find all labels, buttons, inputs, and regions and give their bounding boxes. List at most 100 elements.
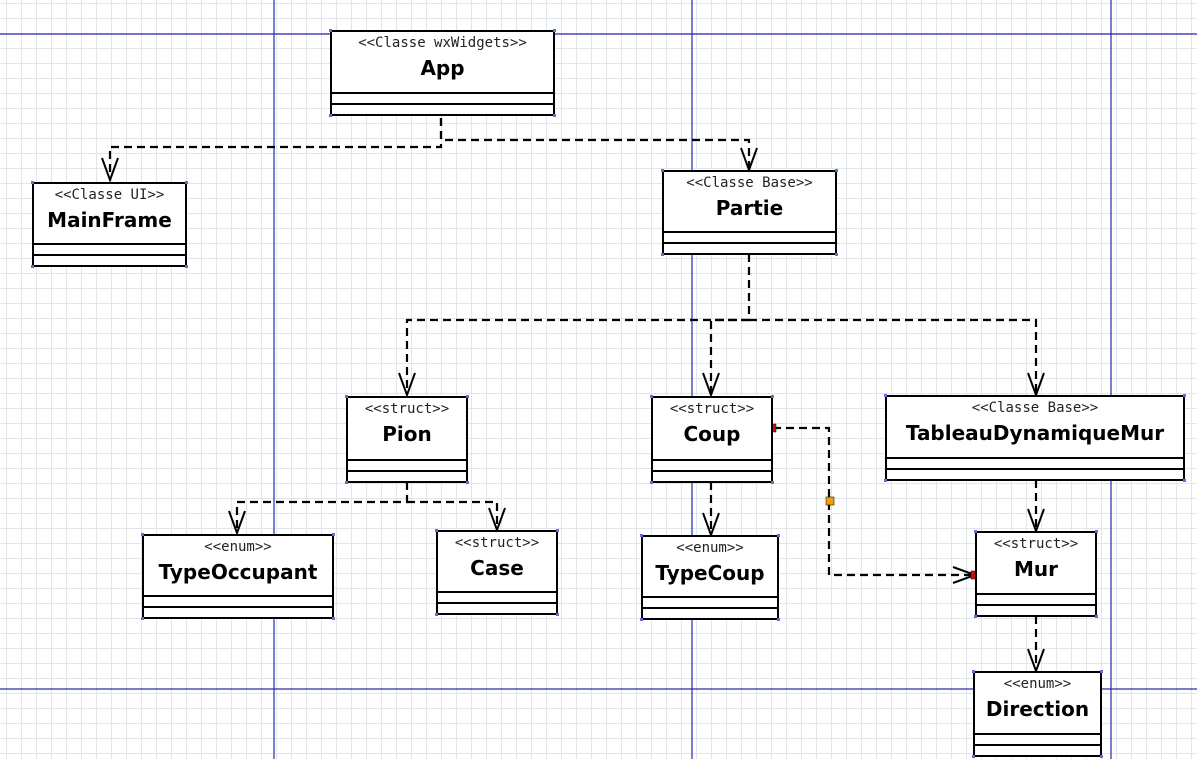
resize-handle[interactable]	[31, 265, 34, 268]
resize-handle[interactable]	[974, 615, 977, 618]
class-divider	[653, 459, 771, 461]
class-stereotype: <<struct>>	[454, 535, 540, 551]
resize-handle[interactable]	[466, 395, 469, 398]
resize-handle[interactable]	[972, 755, 975, 758]
resize-handle[interactable]	[1095, 530, 1098, 533]
dependency-pion-typeoccupant[interactable]	[235, 482, 409, 531]
resize-handle[interactable]	[345, 481, 348, 484]
class-name: TableauDynamiqueMur	[905, 421, 1165, 445]
class-divider	[144, 606, 332, 608]
resize-handle[interactable]	[640, 534, 643, 537]
class-stereotype: <<enum>>	[1003, 676, 1072, 692]
class-divider	[34, 243, 185, 245]
class-name: App	[420, 56, 465, 80]
resize-handle[interactable]	[332, 533, 335, 536]
resize-handle[interactable]	[661, 253, 664, 256]
class-mainframe[interactable]: <<Classe UI>> MainFrame	[31, 181, 188, 268]
resize-handle[interactable]	[332, 617, 335, 620]
resize-handle[interactable]	[345, 395, 348, 398]
class-divider	[975, 744, 1100, 746]
class-coup[interactable]: <<struct>> Coup	[650, 395, 774, 484]
class-divider	[643, 596, 777, 598]
resize-handle[interactable]	[556, 613, 559, 616]
resize-handle[interactable]	[884, 394, 887, 397]
resize-handle[interactable]	[640, 618, 643, 621]
class-direction[interactable]: <<enum>> Direction	[972, 670, 1103, 758]
resize-handle[interactable]	[553, 114, 556, 117]
resize-handle[interactable]	[777, 618, 780, 621]
arrowhead	[398, 372, 416, 398]
class-divider	[977, 593, 1095, 595]
class-name: Partie	[715, 196, 784, 220]
class-divider	[348, 470, 466, 472]
class-divider	[664, 242, 835, 244]
resize-handle[interactable]	[771, 481, 774, 484]
resize-handle[interactable]	[185, 265, 188, 268]
resize-handle[interactable]	[661, 169, 664, 172]
class-divider	[144, 595, 332, 597]
class-typecoup[interactable]: <<enum>> TypeCoup	[640, 534, 780, 621]
class-divider	[643, 607, 777, 609]
class-stereotype: <<Classe Base>>	[971, 400, 1099, 416]
class-divider	[975, 733, 1100, 735]
resize-handle[interactable]	[1183, 394, 1186, 397]
resize-handle[interactable]	[777, 534, 780, 537]
resize-handle[interactable]	[835, 253, 838, 256]
resize-handle[interactable]	[466, 481, 469, 484]
resize-handle[interactable]	[835, 169, 838, 172]
connector-waypoint-handle[interactable]	[825, 496, 835, 506]
resize-handle[interactable]	[435, 529, 438, 532]
class-stereotype: <<Classe Base>>	[686, 175, 813, 191]
class-partie[interactable]: <<Classe Base>> Partie	[661, 169, 838, 256]
resize-handle[interactable]	[974, 530, 977, 533]
class-stereotype: <<enum>>	[204, 539, 272, 555]
dependency-partie-tableau[interactable]	[749, 318, 1038, 393]
resize-handle[interactable]	[329, 29, 332, 32]
arrowhead	[702, 372, 720, 398]
arrowhead	[101, 157, 119, 183]
resize-handle[interactable]	[556, 529, 559, 532]
class-stereotype: <<struct>>	[669, 401, 755, 417]
class-divider	[438, 602, 556, 604]
class-case[interactable]: <<struct>> Case	[435, 529, 559, 616]
class-mur[interactable]: <<struct>> Mur	[974, 530, 1098, 618]
resize-handle[interactable]	[185, 181, 188, 184]
resize-handle[interactable]	[650, 395, 653, 398]
resize-handle[interactable]	[141, 533, 144, 536]
class-name: Case	[470, 556, 524, 580]
class-divider	[332, 92, 553, 94]
resize-handle[interactable]	[435, 613, 438, 616]
class-pion[interactable]: <<struct>> Pion	[345, 395, 469, 484]
resize-handle[interactable]	[31, 181, 34, 184]
dependency-partie-pion[interactable]	[405, 254, 751, 393]
dependency-pion-case[interactable]	[407, 500, 499, 528]
dependency-app-partie[interactable]	[439, 118, 751, 168]
resize-handle[interactable]	[141, 617, 144, 620]
resize-handle[interactable]	[650, 481, 653, 484]
resize-handle[interactable]	[1100, 670, 1103, 673]
class-name: TypeOccupant	[158, 560, 318, 584]
class-typeoccupant[interactable]: <<enum>> TypeOccupant	[141, 533, 335, 620]
dependency-lines	[108, 118, 1038, 669]
class-tableaudynamiquemur[interactable]: <<Classe Base>> TableauDynamiqueMur	[884, 394, 1186, 482]
resize-handle[interactable]	[1183, 479, 1186, 482]
class-divider	[664, 231, 835, 233]
class-divider	[34, 254, 185, 256]
class-name: Mur	[1013, 557, 1058, 581]
class-stereotype: <<enum>>	[676, 540, 744, 556]
resize-handle[interactable]	[884, 479, 887, 482]
class-divider	[887, 468, 1183, 470]
resize-handle[interactable]	[771, 395, 774, 398]
resize-handle[interactable]	[1100, 755, 1103, 758]
dependency-app-mainframe[interactable]	[108, 118, 443, 178]
class-name: TypeCoup	[655, 561, 765, 585]
class-divider	[977, 604, 1095, 606]
resize-handle[interactable]	[972, 670, 975, 673]
resize-handle[interactable]	[329, 114, 332, 117]
class-app[interactable]: <<Classe wxWidgets>> App	[329, 29, 556, 117]
dependency-coup-mur[interactable]	[773, 426, 973, 577]
resize-handle[interactable]	[553, 29, 556, 32]
resize-handle[interactable]	[1095, 615, 1098, 618]
